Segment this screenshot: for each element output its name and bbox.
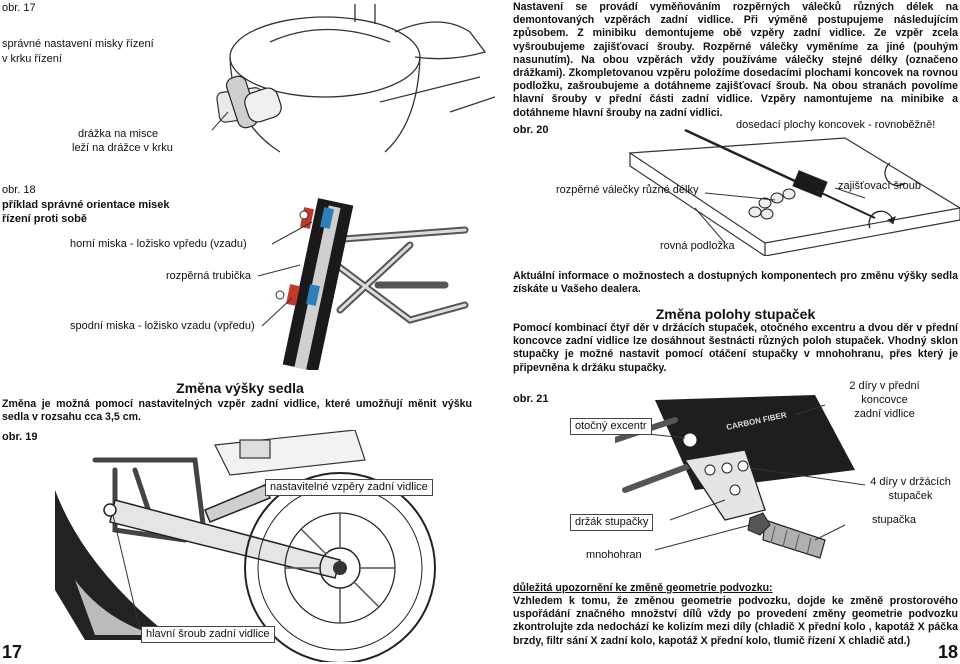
fig21-footrest-drawing: CARBON FIBER [615,395,865,559]
fig17-steering-head-drawing [211,4,495,153]
fig21-number: obr. 21 [513,393,549,405]
label-spacer-rollers: rozpěrné válečky různé délky [556,184,699,196]
label-adjustable-struts: nastavitelné vzpěry zadní vidlice [265,479,433,496]
fig17-note-line2: leží na drážce v krku [72,142,173,154]
fig17-note-line1: drážka na misce [78,128,159,140]
label-flat-surface: rovná podložka [660,240,735,252]
fig19-number: obr. 19 [2,431,38,443]
label-polygon: mnohohran [586,549,642,561]
footrest-heading: Změna polohy stupaček [655,306,816,322]
label-contact-surfaces: dosedací plochy koncovek - rovnoběžně! [736,119,936,131]
label-eccentric: otočný excentr [570,418,652,435]
page-number-left: 17 [2,642,23,662]
seat-height-heading: Změna výšky sedla [176,380,304,396]
label-footrest-bracket: držák stupačky [570,514,654,531]
label-footrest: stupačka [872,514,917,526]
fig20-number: obr. 20 [513,124,549,136]
label-bottom-cup: spodní miska - ložisko vzadu (vpředu) [70,320,255,332]
fig18-title-line2: řízení proti sobě [2,213,87,225]
warning-title: důležitá upozornění ke změně geometrie p… [513,582,773,594]
label-four-holes-line1: 4 díry v držácích [870,476,951,488]
warning-text: Vzhledem k tomu, že změnou geometrie pod… [513,595,958,647]
label-spacer-tube: rozpěrná trubička [166,270,251,282]
dealer-info-text: Aktuální informace o možnostech a dostup… [513,270,958,296]
fig17-title-line2: v krku řízení [2,53,62,65]
seat-height-text: Změna je možná pomocí nastavitelných vzp… [2,398,472,424]
label-locking-screw: zajišťovací šroub [838,180,921,192]
label-two-holes-line2: koncovce [861,394,908,406]
label-two-holes-line1: 2 díry v přední [849,380,920,392]
fig17-number: obr. 17 [2,2,36,14]
label-four-holes-line2: stupaček [888,490,933,502]
footrest-text: Pomocí kombinací čtyř děr v držácích stu… [513,322,958,374]
fig20-strut-on-flat-surface-drawing [628,128,960,256]
label-two-holes-line3: zadní vidlice [854,408,915,420]
page-number-right: 18 [938,642,959,662]
fig18-steering-cups-drawing [275,198,469,370]
fig18-title-line1: příklad správné orientace misek [2,199,170,211]
fig18-number: obr. 18 [2,184,36,196]
fig18-leader-lines [257,221,313,327]
label-main-swingarm-bolt: hlavní šroub zadní vidlice [141,626,275,643]
fig19-rear-swingarm-drawing [55,430,436,662]
fig17-title-line1: správné nastavení misky řízení [2,38,154,50]
intro-text: Nastavení se provádí vyměňováním rozpěrn… [513,1,958,119]
label-top-cup: horní miska - ložisko vpředu (vzadu) [70,238,247,250]
